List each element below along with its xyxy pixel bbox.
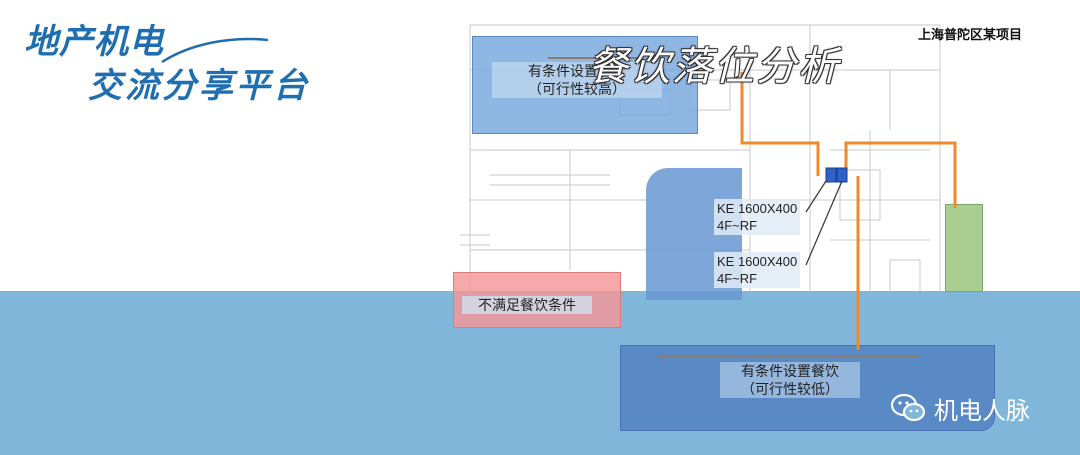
exhaust-riser	[836, 167, 848, 183]
duct-label: KE 1600X400 4F~RF	[714, 252, 801, 288]
wechat-watermark: 机电人脉	[890, 390, 1030, 426]
zone-low-line1: 有条件设置餐饮	[741, 363, 839, 379]
duct-size: KE 1600X400	[717, 201, 798, 216]
logo-swoosh	[161, 37, 269, 64]
zone-high-line1: 有条件设置餐饮	[528, 63, 626, 79]
exhaust-route-line	[740, 72, 820, 176]
leader-line	[805, 180, 827, 213]
watermark-text: 机电人脉	[934, 396, 1030, 425]
logo-line2: 交流分享平台	[88, 66, 310, 106]
duct-floors: 4F~RF	[717, 271, 758, 286]
exhaust-riser	[825, 167, 837, 183]
zone-high-line2: （可行性较高）	[528, 81, 626, 97]
zone-low-label: 有条件设置餐饮 （可行性较低）	[720, 362, 860, 398]
zone-unsuitable-label: 不满足餐饮条件	[462, 296, 592, 314]
zone-low-line2: （可行性较低）	[741, 381, 839, 397]
duct-floors: 4F~RF	[717, 218, 758, 233]
leader-line	[805, 180, 843, 266]
slide-title: 餐饮落位分析	[588, 44, 840, 90]
wechat-icon	[890, 393, 926, 422]
duct-label: KE 1600X400 4F~RF	[714, 199, 801, 235]
exhaust-route-line	[844, 141, 957, 208]
zone-shaft	[945, 204, 983, 292]
zone-high-label: 有条件设置餐饮 （可行性较高）	[492, 62, 662, 98]
logo-line1: 地产机电	[24, 22, 164, 62]
platform-logo: 地产机电 交流分享平台	[20, 14, 340, 106]
duct-size: KE 1600X400	[717, 254, 798, 269]
project-name: 上海普陀区某项目	[918, 27, 1023, 42]
